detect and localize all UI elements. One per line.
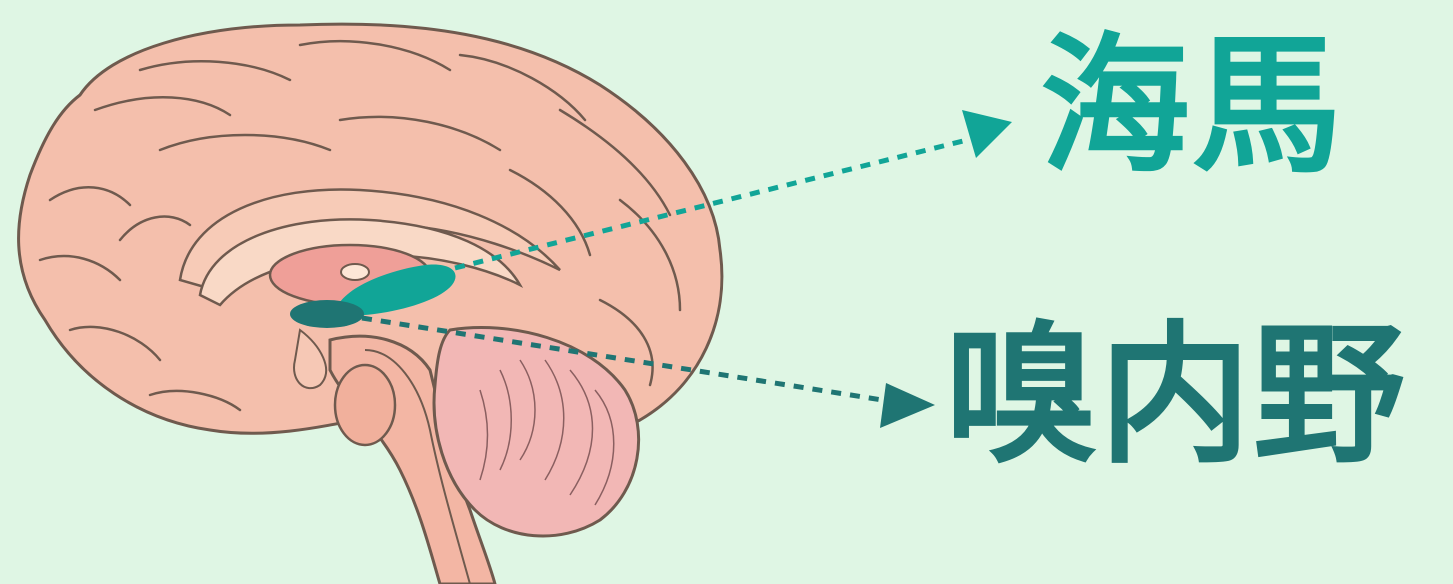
entorhinal-region xyxy=(290,300,364,328)
thalamus-center xyxy=(341,264,369,280)
pons xyxy=(335,365,395,445)
triangle-arrow-icon xyxy=(962,110,1012,158)
triangle-arrow-icon xyxy=(880,383,935,428)
entorhinal-cortex-label: 嗅内野 xyxy=(945,320,1407,472)
hippocampus-label: 海馬 xyxy=(1040,32,1344,182)
